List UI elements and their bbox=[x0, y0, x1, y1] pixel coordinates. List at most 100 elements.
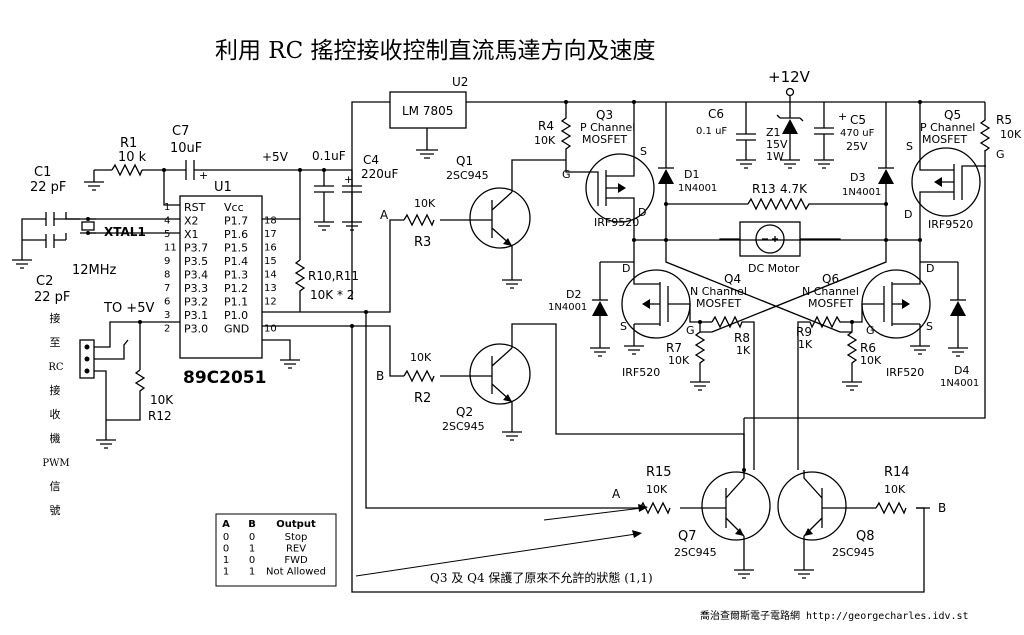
truth-table-cell: Stop bbox=[285, 532, 308, 543]
q6-type2: MOSFET bbox=[808, 297, 853, 310]
q1-ref: Q1 bbox=[456, 154, 473, 168]
q3-g: G bbox=[562, 168, 571, 181]
mcu-right-pin-name: P1.7 bbox=[224, 215, 248, 228]
mcu-left-pin-name: RST bbox=[184, 201, 206, 214]
mcu-left-pin-name: P3.2 bbox=[184, 296, 208, 309]
d3-part: 1N4001 bbox=[842, 187, 881, 198]
mcu-left-pin-name: P3.7 bbox=[184, 242, 208, 255]
r5-ref: R5 bbox=[996, 113, 1012, 127]
vertical-label-char: RC bbox=[48, 362, 64, 373]
r10-r11-pullups bbox=[262, 219, 352, 327]
c5-voltage: 25V bbox=[846, 140, 868, 153]
q4-type1: N Channel bbox=[690, 285, 747, 298]
truth-table-cell: FWD bbox=[284, 555, 308, 566]
mcu-right-pin-number: 14 bbox=[264, 270, 277, 281]
q5-g: G bbox=[996, 148, 1005, 161]
mcu-right-pin-number: 18 bbox=[264, 216, 277, 227]
mcu-right-pin-name: GND bbox=[224, 323, 249, 336]
d3-ref: D3 bbox=[850, 171, 865, 184]
r9-ref: R9 bbox=[796, 325, 812, 339]
mcu-left-pin-name: P3.4 bbox=[184, 269, 208, 282]
mcu-left-pin-number: 11 bbox=[164, 243, 177, 254]
c5-ref: C5 bbox=[850, 113, 866, 127]
mcu-right-pin-number: 17 bbox=[264, 229, 277, 240]
c2-ref: C2 bbox=[36, 274, 53, 289]
r3-ref: R3 bbox=[414, 235, 431, 250]
z1-w: 1W bbox=[766, 150, 784, 163]
mcu-left-pin-name: P3.5 bbox=[184, 255, 208, 268]
reg-caps: + bbox=[298, 168, 362, 231]
r4-resistor bbox=[560, 100, 584, 173]
r9-value: 1K bbox=[798, 338, 813, 351]
r10-ref: R10,R11 bbox=[308, 269, 359, 283]
vertical-label-char: 信 bbox=[50, 480, 61, 493]
q5-d: D bbox=[904, 208, 912, 221]
q3-ref: Q3 bbox=[596, 108, 613, 122]
mcu-right-pin-name: P1.2 bbox=[224, 282, 248, 295]
mcu-ground bbox=[262, 339, 300, 369]
mcu-left-pin-number: 6 bbox=[164, 297, 170, 308]
q8-part: 2SC945 bbox=[832, 546, 875, 559]
vertical-label-char: 號 bbox=[50, 504, 61, 517]
r5-value: 10K bbox=[1000, 128, 1022, 141]
truth-table-cell: 0 bbox=[249, 532, 255, 543]
q6-g: G bbox=[866, 324, 875, 337]
vertical-label-char: 收 bbox=[50, 407, 61, 421]
r2-value: 10K bbox=[410, 351, 432, 364]
q5-type2: MOSFET bbox=[922, 133, 967, 146]
net-b-label-2: B bbox=[938, 501, 946, 515]
c1-ref: C1 bbox=[34, 165, 51, 180]
mcu-u1 bbox=[179, 195, 263, 359]
c5-cap: + bbox=[814, 102, 847, 169]
note-arrows bbox=[355, 504, 648, 577]
mcu-left-pin-name: X1 bbox=[184, 228, 199, 241]
r13-ref: R13 bbox=[752, 182, 776, 196]
q6-nmos bbox=[852, 240, 931, 355]
r8-value: 1K bbox=[736, 344, 751, 357]
d1-ref: D1 bbox=[684, 168, 699, 181]
truth-table-cell: 1 bbox=[223, 567, 229, 578]
truth-table-cell: 0 bbox=[223, 544, 229, 555]
mcu-left-pin-name: P3.0 bbox=[184, 323, 208, 336]
regulator-part: LM 7805 bbox=[402, 104, 453, 118]
truth-table-cell: 1 bbox=[249, 567, 255, 578]
q3-type1: P Channel bbox=[580, 121, 635, 134]
mcu-left-pin-number: 1 bbox=[164, 202, 170, 213]
truth-table-cell: REV bbox=[286, 544, 306, 555]
svg-text:+: + bbox=[199, 169, 208, 182]
q8-npn bbox=[777, 470, 848, 579]
crystal-label: XTAL1 bbox=[104, 225, 146, 239]
reset-network: + bbox=[84, 160, 210, 206]
q4-s: S bbox=[620, 320, 627, 333]
q2-part: 2SC945 bbox=[442, 420, 485, 433]
truth-table-cell: 0 bbox=[249, 555, 255, 566]
r1-value: 10 k bbox=[118, 150, 147, 165]
vertical-label-char: 接 bbox=[50, 384, 61, 397]
footer-credit: 喬治查爾斯電子電路網 http://georgecharles.idv.st bbox=[700, 609, 969, 622]
r8-ref: R8 bbox=[734, 331, 750, 345]
q2-npn bbox=[469, 323, 745, 470]
c7-value: 10uF bbox=[170, 141, 202, 156]
mcu-left-pin-number: 5 bbox=[164, 229, 170, 240]
vertical-label-char: 接 bbox=[50, 312, 61, 325]
creg-value: 0.1uF bbox=[312, 149, 346, 163]
truth-table bbox=[215, 513, 337, 587]
q3-pmos bbox=[584, 100, 655, 240]
vcc12-terminal: +12V bbox=[768, 68, 811, 102]
d4-ref: D4 bbox=[954, 364, 969, 377]
d1-diode bbox=[658, 102, 674, 240]
mcu-right-pin-name: P1.3 bbox=[224, 269, 248, 282]
r6-value: 10K bbox=[860, 354, 882, 367]
q5-part: IRF9520 bbox=[928, 218, 973, 231]
r14-ref: R14 bbox=[884, 465, 910, 480]
q4-part: IRF520 bbox=[622, 366, 660, 379]
q7-npn bbox=[700, 418, 771, 579]
mcu-right-pin-name: P1.6 bbox=[224, 228, 248, 241]
mcu-right-pin-number: 15 bbox=[264, 256, 277, 267]
mcu-right-pin-name: P1.4 bbox=[224, 255, 248, 268]
crystal-freq: 12MHz bbox=[72, 263, 117, 278]
r14-value: 10K bbox=[884, 483, 906, 496]
to5v-label: TO +5V bbox=[103, 301, 154, 316]
